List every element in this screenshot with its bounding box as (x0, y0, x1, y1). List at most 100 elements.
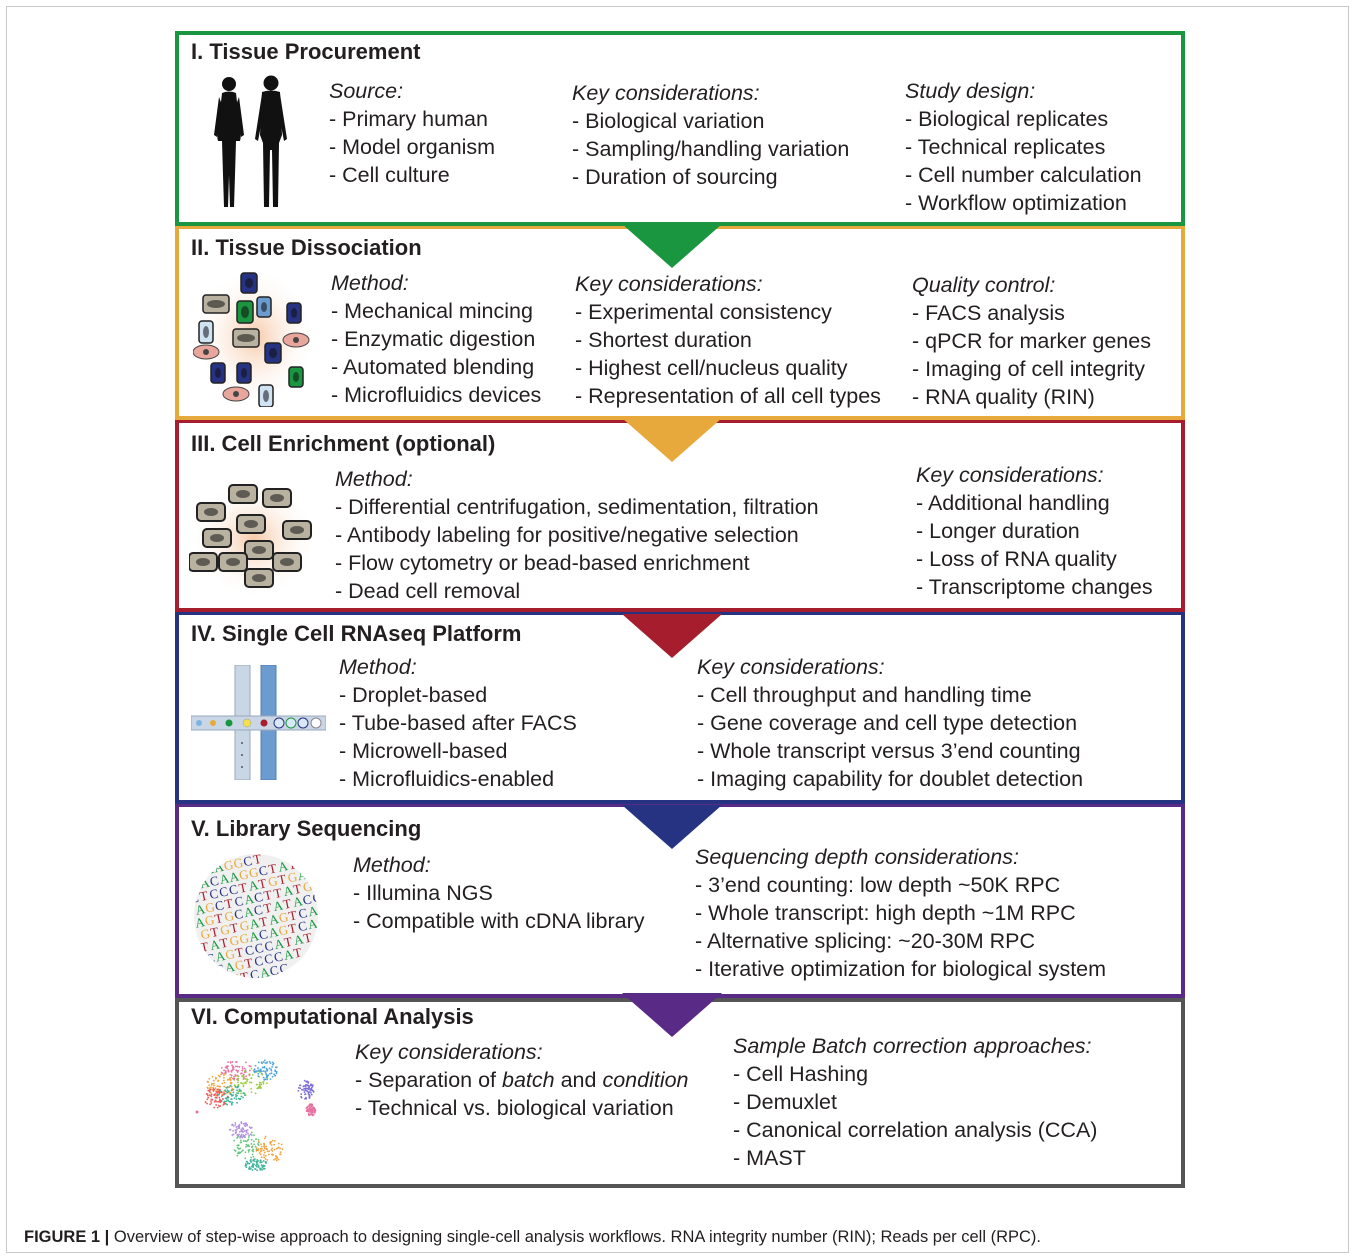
dna-letter: G (232, 855, 244, 872)
list-item: - Imaging capability for doublet detecti… (697, 767, 1084, 791)
list-item: - Duration of sourcing (572, 165, 778, 189)
column-heading: Key considerations: (697, 655, 885, 679)
column-heading: Method: (335, 467, 413, 491)
dna-letter: C (233, 893, 245, 909)
key-considerations-column: Key considerations: - Experimental consi… (575, 270, 881, 410)
dna-letter: A (307, 903, 320, 920)
list-item: - Workflow optimization (905, 191, 1127, 215)
enriched-cells-icon (189, 479, 319, 599)
dna-letter: A (209, 936, 222, 953)
list-item: - Shortest duration (575, 328, 752, 352)
column-heading: Method: (331, 271, 409, 295)
dna-letter: C (253, 940, 265, 956)
list-item: - Separation of batch and condition (355, 1068, 689, 1092)
list-item: - Canonical correlation analysis (CCA) (733, 1118, 1098, 1142)
list-item: - Sampling/handling variation (572, 137, 850, 161)
dna-letter: C (301, 891, 313, 907)
dna-letter: T (276, 871, 287, 887)
column-heading: Method: (353, 853, 431, 877)
list-item: - Droplet-based (339, 683, 488, 707)
list-item: - Cell Hashing (733, 1062, 869, 1086)
list-item: - Automated blending (331, 355, 535, 379)
dna-letter: G (204, 899, 216, 916)
dna-letter: G (277, 909, 289, 926)
section-tissue-dissociation: II. Tissue Dissociation Method: - Mechan… (175, 225, 1185, 420)
dna-letter: A (258, 964, 271, 981)
microfluidic-droplet-icon (191, 665, 326, 780)
dna-letter: C (263, 951, 275, 967)
dna-letter: T (267, 860, 278, 876)
section-title: II. Tissue Dissociation (191, 235, 422, 260)
dna-letter: C (297, 905, 309, 921)
list-item: - Cell culture (329, 163, 450, 187)
dna-letter: C (278, 960, 290, 976)
column-heading: Quality control: (912, 273, 1056, 297)
list-item: - Enzymatic digestion (331, 327, 536, 351)
dna-letter: C (258, 926, 270, 942)
list-item: - Whole transcript versus 3’end counting (697, 739, 1081, 763)
dna-letter: A (191, 865, 196, 882)
dna-letter: A (214, 948, 227, 965)
study-design-column: Study design: - Biological replicates - … (905, 77, 1142, 217)
flow-arrow (622, 805, 722, 849)
list-item: - Biological replicates (905, 107, 1109, 131)
flow-arrow (622, 993, 722, 1037)
list-item: - Additional handling (916, 491, 1110, 515)
dna-letter: G (204, 963, 216, 980)
dna-letter: A (282, 882, 295, 899)
list-item: - Microfluidics devices (331, 383, 542, 407)
list-item: - Cell throughput and handling time (697, 683, 1032, 707)
column-heading: Key considerations: (916, 463, 1104, 487)
dna-letter: C (263, 938, 275, 954)
caption-label: FIGURE 1 | (24, 1228, 110, 1246)
list-item: - Experimental consistency (575, 300, 832, 324)
dna-letter: C (191, 877, 200, 893)
dna-letter: T (252, 851, 263, 867)
dna-letter: A (193, 863, 206, 880)
list-item: - Primary human (329, 107, 488, 131)
dna-letter: C (257, 862, 269, 878)
dna-letter: G (238, 866, 250, 883)
dna-letter: T (229, 920, 240, 936)
list-item: - Longer duration (916, 519, 1080, 543)
dna-letter: T (239, 969, 250, 981)
list-item: - Cell number calculation (905, 163, 1142, 187)
column-heading: Key considerations: (572, 81, 760, 105)
dna-letter: T (283, 934, 294, 950)
dna-letter: A (194, 901, 207, 918)
key-considerations-column: Key considerations: - Additional handlin… (916, 461, 1153, 601)
column-heading: Sequencing depth considerations: (695, 845, 1019, 869)
dna-letter: C (252, 902, 264, 918)
dna-letter: T (257, 875, 268, 891)
dna-letter: G (286, 869, 298, 886)
list-item: - 3’end counting: low depth ~50K RPC (695, 873, 1061, 897)
dna-letter: A (218, 870, 231, 887)
dna-letter: A (243, 891, 256, 908)
list-item: - Illumina NGS (353, 881, 493, 905)
dna-letter: A (272, 897, 285, 914)
dna-letter: C (218, 883, 230, 899)
dna-letter: A (311, 876, 321, 893)
dna-letter: G (267, 873, 279, 890)
dna-letter: G (223, 908, 235, 925)
dna-letter: C (208, 873, 220, 889)
column-heading: Key considerations: (355, 1040, 543, 1064)
figure-caption: FIGURE 1 | Overview of step-wise approac… (24, 1228, 1041, 1247)
dna-letter: C (253, 953, 265, 969)
list-item: - MAST (733, 1146, 806, 1170)
list-item: - Biological variation (572, 109, 765, 133)
list-item: - Loss of RNA quality (916, 547, 1117, 571)
list-item: - Alternative splicing: ~20-30M RPC (695, 929, 1035, 953)
dna-letter: G (203, 912, 215, 929)
dna-letter: T (292, 944, 303, 960)
list-item: - Imaging of cell integrity (912, 357, 1146, 381)
column-heading: Study design: (905, 79, 1036, 103)
dna-letter: A (243, 903, 256, 920)
method-column: Method: - Illumina NGS - Compatible with… (353, 851, 645, 935)
list-item: - FACS analysis (912, 301, 1065, 325)
human-silhouettes-icon (214, 75, 287, 207)
dna-letter: T (218, 935, 229, 951)
dna-letter: G (238, 930, 250, 947)
dna-letter: T (213, 910, 224, 926)
key-considerations-column: Key considerations: - Separation of batc… (355, 1038, 689, 1122)
